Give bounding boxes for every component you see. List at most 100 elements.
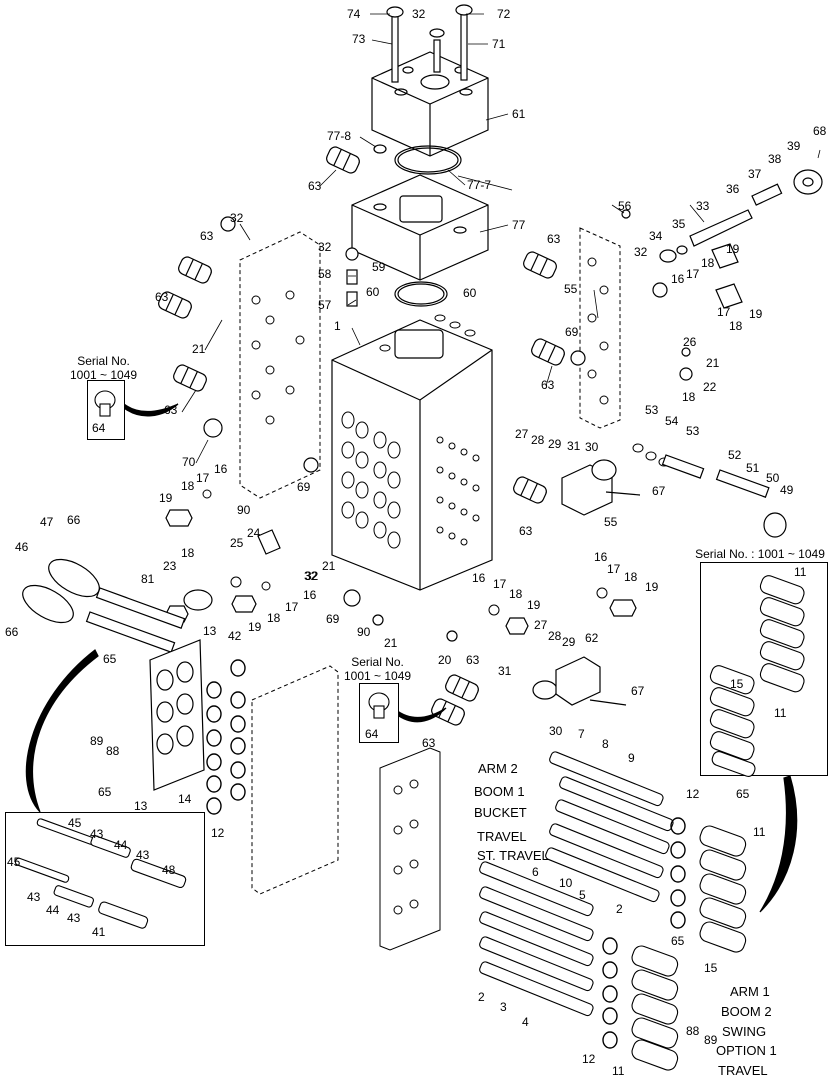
section-label: TRAVEL <box>718 1063 768 1078</box>
part-number-label: 39 <box>787 139 801 153</box>
part-number-label: 43 <box>67 911 81 925</box>
part-number-label: 32 <box>304 569 318 583</box>
part-number-label: 73 <box>352 32 366 46</box>
part-number-label: 25 <box>230 536 244 550</box>
part-number-label: 63 <box>541 378 555 392</box>
part-number-label: 6 <box>532 865 539 879</box>
part-number-label: 63 <box>155 290 169 304</box>
part-number-label: 18 <box>682 390 696 404</box>
part-number-label: 51 <box>746 461 760 475</box>
part-number-label: 65 <box>736 787 750 801</box>
serial-note-line2: 1001 ~ 1049 <box>344 669 412 683</box>
part-number-label: 17 <box>493 577 507 591</box>
part-number-label: 19 <box>527 598 541 612</box>
part-number-label: 19 <box>726 242 740 256</box>
part-number-label: 43 <box>27 890 41 904</box>
arrow-serial-2 <box>395 707 447 723</box>
serial-note-wide: Serial No. : 1001 ~ 1049 <box>695 547 825 561</box>
part-number-label: 41 <box>92 925 106 939</box>
part-number-label: 63 <box>422 736 436 750</box>
part-number-label: 77 <box>512 218 526 232</box>
part-number-label: 28 <box>548 629 562 643</box>
serial-note: Serial No.1001 ~ 1049 <box>70 354 137 382</box>
part-number-label: 54 <box>665 414 679 428</box>
spools <box>479 751 674 1017</box>
part-number-label: 18 <box>181 479 195 493</box>
section-label: ST. TRAVEL <box>477 848 549 863</box>
part-number-label: 10 <box>559 876 573 890</box>
part-number-label: 17 <box>717 305 731 319</box>
section-label: SWING <box>722 1024 767 1039</box>
part-number-label: 21 <box>322 559 336 573</box>
part-number-label: 36 <box>726 182 740 196</box>
part-number-label: 66 <box>5 625 19 639</box>
part-number-label: 27 <box>515 427 529 441</box>
part-number-label: 32 <box>305 569 319 583</box>
part-number-label: 12 <box>211 826 225 840</box>
part-number-label: 45 <box>68 816 82 830</box>
part-number-label: 26 <box>683 335 697 349</box>
part-number-label: 2 <box>478 990 485 1004</box>
part-number-label: 65 <box>103 652 117 666</box>
relief-valve-cartridges-63 <box>158 146 565 726</box>
gasket-plate-lower-left <box>251 665 339 895</box>
part-number-label: 55 <box>604 515 618 529</box>
part-number-label: 63 <box>466 653 480 667</box>
serial-note-line1: Serial No. <box>77 354 130 368</box>
part-number-label: 18 <box>267 611 281 625</box>
part-number-label: 9 <box>628 751 635 765</box>
part-number-label: 65 <box>671 934 685 948</box>
section-label: ARM 2 <box>478 761 518 776</box>
curved-arrow-right <box>759 775 798 913</box>
part-number-label: 17 <box>607 562 621 576</box>
part-number-label: 43 <box>90 827 104 841</box>
section-label: BOOM 2 <box>721 1004 772 1019</box>
part-number-label: 44 <box>46 903 60 917</box>
part-number-label: 29 <box>548 437 562 451</box>
part-number-label: 43 <box>136 848 150 862</box>
part-number-label: 63 <box>519 524 533 538</box>
section-label: BOOM 1 <box>474 784 525 799</box>
part-number-label: 30 <box>549 724 563 738</box>
o-ring-59 <box>394 281 448 307</box>
spring-caps-11 <box>631 825 747 1071</box>
part-number-label: 72 <box>497 7 511 21</box>
part-number-label: 22 <box>703 380 717 394</box>
inset-part-label: 64 <box>92 421 106 435</box>
part-number-label: 30 <box>585 440 599 454</box>
part-number-label: 53 <box>686 424 700 438</box>
serial-note-line2: 1001 ~ 1049 <box>70 368 138 382</box>
part-number-label: 31 <box>567 439 581 453</box>
part-number-label: 69 <box>565 325 579 339</box>
part-number-label: 33 <box>696 199 710 213</box>
part-number-label: 60 <box>366 285 380 299</box>
spool-assembly-right <box>659 169 823 538</box>
part-number-label: 18 <box>509 587 523 601</box>
part-number-label: 17 <box>196 471 210 485</box>
part-number-label: 56 <box>618 199 632 213</box>
o-ring-77-7 <box>394 145 462 175</box>
o-rings-12-left <box>206 659 246 815</box>
serial-inset-box-1 <box>87 380 125 440</box>
part-number-label: 29 <box>562 635 576 649</box>
part-number-label: 55 <box>564 282 578 296</box>
lower-valve-plate <box>379 747 441 951</box>
part-number-label: 12 <box>582 1052 596 1066</box>
part-number-label: 12 <box>686 787 700 801</box>
part-number-label: 45 <box>7 855 21 869</box>
inset-part-label: 64 <box>365 727 379 741</box>
part-number-label: 77-7 <box>467 178 492 192</box>
part-number-label: 16 <box>671 272 685 286</box>
part-number-label: 11 <box>774 706 787 720</box>
part-number-label: 2 <box>616 902 623 916</box>
part-number-label: 16 <box>472 571 486 585</box>
part-number-label: 69 <box>326 612 340 626</box>
serial-cap-frame <box>700 562 828 776</box>
part-number-label: 14 <box>178 792 192 806</box>
section-label: ARM 1 <box>730 984 770 999</box>
part-number-label: 70 <box>182 455 196 469</box>
part-number-label: 63 <box>164 403 178 417</box>
part-number-label: 37 <box>748 167 762 181</box>
